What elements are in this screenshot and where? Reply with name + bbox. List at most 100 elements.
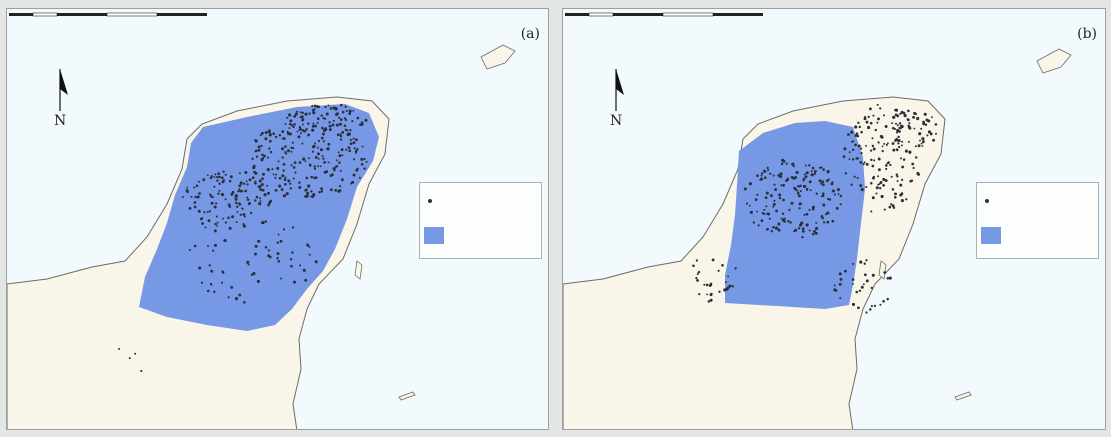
occurrence-point [903, 114, 907, 118]
island [398, 391, 416, 401]
occurrence-point [264, 130, 268, 135]
occurrence-point [275, 173, 278, 176]
occurrence-point [754, 198, 758, 202]
occurrence-point [935, 132, 937, 135]
occurrence-point [140, 369, 143, 373]
occurrence-point [801, 230, 805, 233]
occurrence-point [877, 117, 880, 121]
occurrence-point [290, 164, 293, 167]
occurrence-point [354, 151, 358, 154]
occurrence-point [253, 170, 256, 174]
occurrence-point [763, 176, 767, 180]
island [878, 260, 887, 280]
occurrence-point [914, 145, 917, 148]
occurrence-point [213, 229, 217, 233]
occurrence-point [695, 276, 698, 280]
occurrence-point [293, 280, 296, 284]
occurrence-point [340, 148, 344, 152]
north-arrow-icon [615, 69, 624, 111]
occurrence-point [304, 112, 308, 116]
occurrence-point [749, 210, 753, 214]
occurrence-point [865, 279, 869, 283]
occurrence-point [314, 142, 317, 145]
occurrence-point [797, 194, 801, 198]
occurrence-point [237, 189, 240, 193]
occurrence-point [259, 184, 262, 188]
occurrence-point [317, 139, 321, 143]
occurrence-point [895, 173, 898, 176]
occurrence-point [264, 246, 268, 249]
occurrence-point [822, 194, 825, 198]
occurrence-point [884, 124, 888, 129]
occurrence-point [274, 176, 277, 179]
occurrence-point [344, 118, 348, 122]
occurrence-point [337, 189, 341, 193]
occurrence-point [308, 245, 311, 248]
occurrence-point [284, 145, 287, 148]
occurrence-point [291, 141, 294, 144]
occurrence-point [269, 150, 273, 154]
occurrence-point [317, 117, 320, 121]
occurrence-point [311, 150, 314, 153]
occurrence-point [254, 180, 257, 183]
occurrence-point [248, 178, 252, 182]
occurrence-point [868, 107, 872, 111]
occurrence-point [356, 147, 359, 151]
occurrence-point [860, 152, 863, 155]
occurrence-point [268, 139, 272, 143]
occurrence-point [339, 169, 342, 173]
occurrence-point [867, 115, 870, 119]
occurrence-point [814, 227, 818, 231]
occurrence-point [281, 174, 285, 178]
occurrence-point [695, 259, 699, 262]
occurrence-point [811, 232, 815, 236]
occurrence-point [352, 137, 355, 140]
occurrence-point [850, 130, 854, 134]
occurrence-point [197, 180, 200, 183]
occurrence-point [238, 172, 241, 175]
occurrence-point [213, 185, 216, 188]
occurrence-point [292, 123, 294, 126]
occurrence-point [801, 235, 804, 239]
occurrence-point [185, 189, 189, 193]
occurrence-point [292, 177, 295, 180]
occurrence-point [208, 210, 211, 213]
occurrence-point [808, 180, 812, 184]
occurrence-point [274, 189, 278, 192]
occurrence-point [833, 284, 836, 287]
occurrence-point [692, 264, 695, 268]
occurrence-point [315, 176, 318, 179]
occurrence-point [781, 218, 786, 222]
occurrence-point [292, 147, 295, 150]
occurrence-point [256, 279, 260, 283]
occurrence-point [360, 157, 364, 161]
occurrence-point [267, 156, 270, 159]
occurrence-point [206, 211, 209, 213]
occurrence-point [318, 190, 321, 194]
occurrence-point [338, 161, 341, 164]
occurrence-point [770, 230, 773, 233]
occurrence-point [244, 189, 248, 193]
occurrence-point [263, 154, 266, 158]
occurrence-point [728, 284, 732, 288]
occurrence-point [766, 227, 769, 231]
occurrence-point [820, 182, 823, 185]
occurrence-point [865, 185, 868, 189]
occurrence-point [894, 122, 898, 125]
occurrence-point [339, 135, 343, 138]
occurrence-point [312, 111, 316, 115]
occurrence-point [769, 172, 772, 175]
occurrence-point [338, 184, 342, 188]
occurrence-point [261, 153, 264, 157]
occurrence-point [705, 283, 709, 287]
occurrence-point [873, 304, 877, 308]
occurrence-point [910, 179, 914, 182]
occurrence-point [272, 173, 275, 176]
occurrence-point [222, 170, 225, 173]
occurrence-point [808, 208, 811, 211]
occurrence-point [252, 165, 256, 170]
occurrence-point [778, 193, 782, 197]
occurrence-point [316, 122, 319, 124]
north-letter: N [54, 113, 67, 129]
occurrence-point [901, 165, 904, 169]
